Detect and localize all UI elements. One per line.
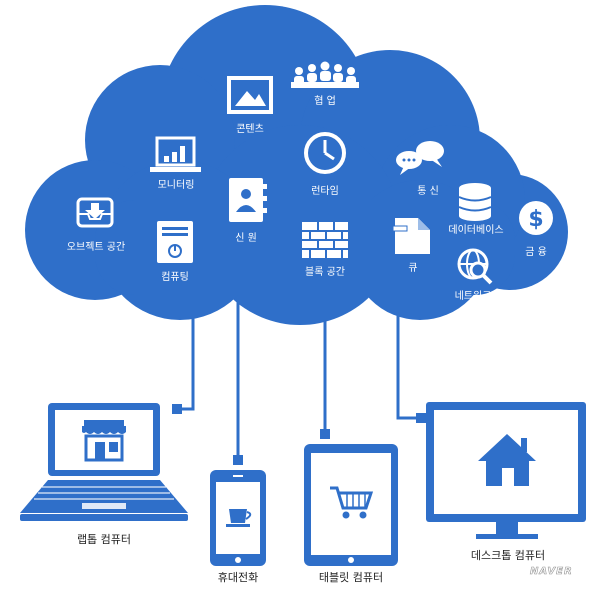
laptop-label: 랩톱 컴퓨터	[77, 533, 131, 546]
database-label: 데이터베이스	[448, 224, 503, 236]
block-storage-label: 블록 공간	[305, 266, 345, 278]
naver-watermark: NAVER	[530, 566, 573, 577]
server-icon	[157, 221, 193, 263]
image-icon	[227, 76, 273, 114]
phone-cup-icon	[226, 509, 252, 527]
tablet-label: 태블릿 컴퓨터	[319, 571, 383, 584]
chat-bubbles-icon	[396, 141, 444, 175]
meeting-icon	[291, 61, 359, 88]
computing-label: 컴퓨팅	[161, 271, 189, 283]
clock-icon	[304, 132, 346, 174]
desktop-device	[426, 402, 586, 539]
object-storage-label: 오브젝트 공간	[67, 241, 125, 253]
identity-label: 신 원	[235, 232, 257, 244]
finance-label: 금 융	[525, 246, 547, 258]
inbox-download-icon	[76, 197, 114, 228]
content-label: 콘텐츠	[236, 123, 264, 135]
queue-label: 큐	[408, 263, 417, 274]
desktop-label: 데스크톱 컴퓨터	[471, 549, 545, 562]
collaboration-label: 협 업	[314, 94, 336, 107]
globe-search-icon	[457, 248, 493, 285]
monitor-chart-icon	[150, 136, 201, 172]
dollar-coin-icon: $	[519, 201, 553, 235]
monitoring-label: 모니터링	[158, 179, 195, 191]
laptop-store-icon	[82, 420, 126, 462]
communication-label: 통 신	[417, 185, 439, 197]
phone-label: 휴대전화	[218, 571, 258, 584]
database-icon	[458, 183, 492, 221]
network-label: 네트워크	[455, 289, 492, 302]
svg-text:$: $	[528, 207, 543, 232]
cable-plugs	[172, 404, 426, 465]
runtime-label: 런타임	[311, 184, 339, 197]
document-icon	[392, 218, 430, 254]
tablet-device	[304, 444, 398, 566]
contact-book-icon	[229, 178, 267, 222]
brick-wall-icon	[302, 222, 348, 258]
desktop-home-icon	[478, 434, 536, 486]
tablet-cart-icon	[330, 486, 374, 519]
